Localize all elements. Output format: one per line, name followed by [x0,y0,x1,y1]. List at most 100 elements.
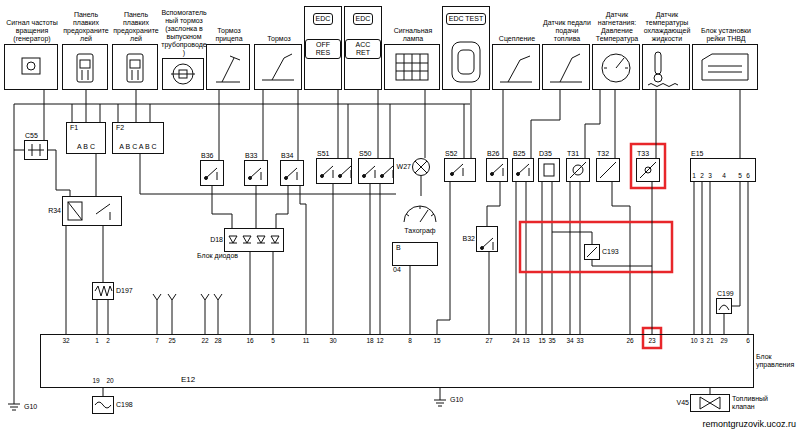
switch-box: B26 [486,158,508,182]
sensor-box: T31 [566,158,590,182]
component-symbols-part [95,402,111,408]
pin-number: 6 [746,172,750,180]
node-label: Тормоз [255,35,303,43]
node-label: Панель плавких предохранителей [63,11,109,43]
pin-number: 34 [566,337,573,345]
component-symbols-part [451,164,464,176]
node-label: C198 [116,401,133,409]
callout-icons-part [132,70,138,80]
pin-number: 3 [700,337,704,345]
node-label: Блок установки рейки ТНВД [693,27,759,43]
switch-box: S50 [358,158,394,184]
wiring-part [348,104,464,158]
wiring-part [96,154,97,196]
node-label: 04 [393,266,401,274]
control-unit: E12Блок управления [40,334,754,388]
node-label: Блок управления [756,353,796,369]
node-label: ACC RET [345,39,381,59]
node-label: D18 [210,236,223,244]
connector-box: C193 [584,244,600,260]
switch-panel: EDCOFF RES [304,6,342,90]
switch-panel: EDC TEST [442,6,490,90]
component-symbols-part [229,236,237,243]
pin-number: 15 [433,337,440,345]
pin-number: 5 [738,172,742,180]
node-label: C55 [25,132,38,140]
pin-number: 2 [106,337,110,345]
wiring-part [487,182,500,226]
wiring-part [410,266,411,334]
callout-icons-part [654,74,662,82]
wiring-part [437,182,450,334]
callout-icons-part [127,54,143,82]
node-label: D35 [539,150,552,158]
pin-number: 2 [700,172,704,180]
wiring-part [421,176,422,196]
highlight-frames [520,144,672,348]
switch-box: B34 [280,160,304,186]
wiring-part [370,184,380,334]
component-symbols-part [600,162,616,178]
callout-box: Блок установки рейки ТНВД [692,44,758,90]
wire-connector [740,90,741,158]
node-label: E15 [691,150,703,158]
component-symbols-part [285,168,298,180]
ground-symbols-part [434,388,446,406]
fuel-valve: V45Топливный клапан [690,394,730,412]
pin-number: 30 [329,337,336,345]
pin-number: 18 [366,337,373,345]
node-label: B [396,244,401,252]
callout-box: Вспомогательный тормоз (заслонка в выпус… [162,58,204,90]
connector-box: C199 [716,298,732,314]
wire-connector [97,300,98,334]
component-symbols-part [95,286,112,296]
callout-icons-part [171,74,195,75]
connector-box: C55 [24,140,48,160]
callout-icons-part [80,60,90,68]
pin-number: 20 [106,377,113,385]
wire-connector [44,90,45,140]
wiring-part [153,294,222,300]
pin-number: 21 [706,337,713,345]
node-label: T33 [637,150,649,158]
connector-box: C198 [92,396,114,414]
node-label: Датчик педали подачи топлива [543,19,591,43]
callout-box: Сигнал частоты вращения (генератор) [4,44,58,90]
node-label: B33 [245,152,257,160]
switch-box: B25 [512,158,534,182]
switch-box: B32 [476,226,498,252]
component-symbols-part [257,236,265,243]
lamp-symbol: W27 [412,158,430,176]
wire-connector [503,90,504,158]
watermark: remontgruzovik.ucoz.ru [702,419,796,429]
component-symbols-part [570,162,586,178]
wire-connector [103,388,104,396]
sensor-box: D35 [538,158,560,182]
callout-icons-part [130,60,140,68]
node-label: Тахограф [404,227,435,235]
pin-number: 16 [246,337,253,345]
switch-box: B33 [244,160,268,186]
node-label: EDC [313,13,334,25]
switch-box: B36 [200,160,224,186]
device-box: B04 [392,242,438,266]
wire-connector [219,90,220,160]
pin-number: 7 [155,337,159,345]
wiring-part [694,182,710,334]
component-symbols-part [491,164,504,176]
component-symbols-part [68,202,110,220]
node-label: F1 [70,124,78,132]
component-symbols-part [271,236,279,243]
node-label: R34 [48,207,61,215]
component-symbols-part [645,167,651,173]
component-symbols-part [205,168,218,180]
pin-number: 5 [271,337,275,345]
node-label: S51 [317,150,329,158]
node-label: EDC TEST [446,13,487,25]
callout-icons-part [500,56,532,82]
callout-box: Панель плавких предохранителей [62,44,108,90]
callout-icons-part [604,58,628,68]
component-symbols-part [339,166,352,178]
